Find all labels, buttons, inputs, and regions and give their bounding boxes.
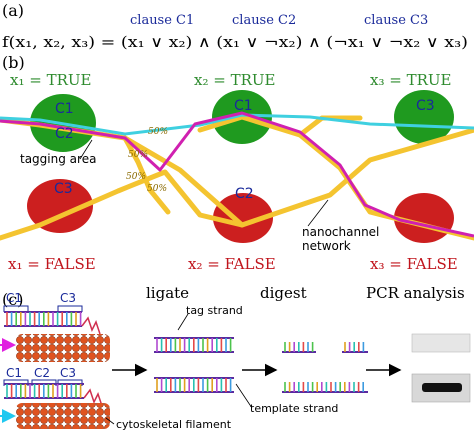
x2-false-label: x₂ = FALSE [188, 255, 276, 273]
clause-label-c3: clause C3 [364, 13, 428, 28]
step-ligate: ligate [146, 284, 189, 302]
nanochannel-leader [307, 199, 329, 227]
nanochannel-label-line2: network [302, 239, 351, 253]
nanochannel-label-line1: nanochannel [302, 225, 379, 239]
x3-true-label: x₃ = TRUE [370, 71, 451, 89]
filament-leader [105, 417, 115, 425]
percent-label-4: 50% [147, 184, 167, 194]
percent-label-3: 50% [126, 172, 146, 182]
tagging-area-label: tagging area [20, 152, 96, 166]
gel-band-bottom [422, 383, 462, 392]
boolean-formula: f(x₁, x₂, x₃) = (x₁ ∨ x₂) ∧ (x₁ ∨ ¬x₂) ∧… [2, 33, 468, 51]
node-label-c3-x3: C3 [416, 98, 435, 114]
strand-label-c1-row1: C1 [6, 291, 22, 305]
gel-lane-top [411, 333, 471, 353]
dna-strands [4, 311, 368, 407]
filament-label: cytoskeletal filament [116, 418, 232, 431]
template-strand-label: template strand [250, 402, 338, 415]
dna-linker [83, 388, 103, 407]
x2-true-label: x₂ = TRUE [194, 71, 275, 89]
filament-top [16, 334, 110, 362]
step-digest: digest [260, 284, 307, 302]
tag-strand-leader [177, 313, 189, 331]
cyan-path [0, 113, 474, 136]
node-label-c2-x2-false: C2 [235, 186, 254, 202]
dna-linker [81, 316, 101, 335]
percent-label-2: 50% [128, 150, 148, 160]
step-pcr-analysis: PCR analysis [366, 284, 465, 302]
panel-c-label: (c) [2, 290, 23, 309]
tagging-area-leader [79, 139, 93, 160]
template-strand-leader [235, 383, 253, 409]
magenta-path [0, 111, 474, 238]
panel-b-label: (b) [2, 53, 25, 72]
node-x2-false [213, 193, 273, 243]
tag-strand-label: tag strand [186, 304, 243, 317]
x1-true-label: x₁ = TRUE [10, 71, 91, 89]
strand-label-c1-row2: C1 [6, 366, 22, 380]
node-label-c2-x1: C2 [55, 126, 74, 142]
node-x3-true [394, 90, 454, 144]
x3-false-label: x₃ = FALSE [370, 255, 458, 273]
strand-label-c2-row2: C2 [34, 366, 50, 380]
x1-false-label: x₁ = FALSE [8, 255, 96, 273]
clause-label-c1: clause C1 [130, 13, 194, 28]
node-x1-false [27, 179, 93, 233]
node-label-c3-x1-false: C3 [54, 181, 73, 197]
filament-bottom [16, 403, 110, 429]
strand-label-c3-row1: C3 [60, 291, 76, 305]
node-label-c1-x2: C1 [234, 98, 253, 114]
panel-a-label: (a) [2, 1, 24, 20]
node-label-c1-x1: C1 [55, 101, 74, 117]
strand-label-c3-row2: C3 [60, 366, 76, 380]
percent-label-1: 50% [148, 127, 168, 137]
clause-label-c2: clause C2 [232, 13, 296, 28]
